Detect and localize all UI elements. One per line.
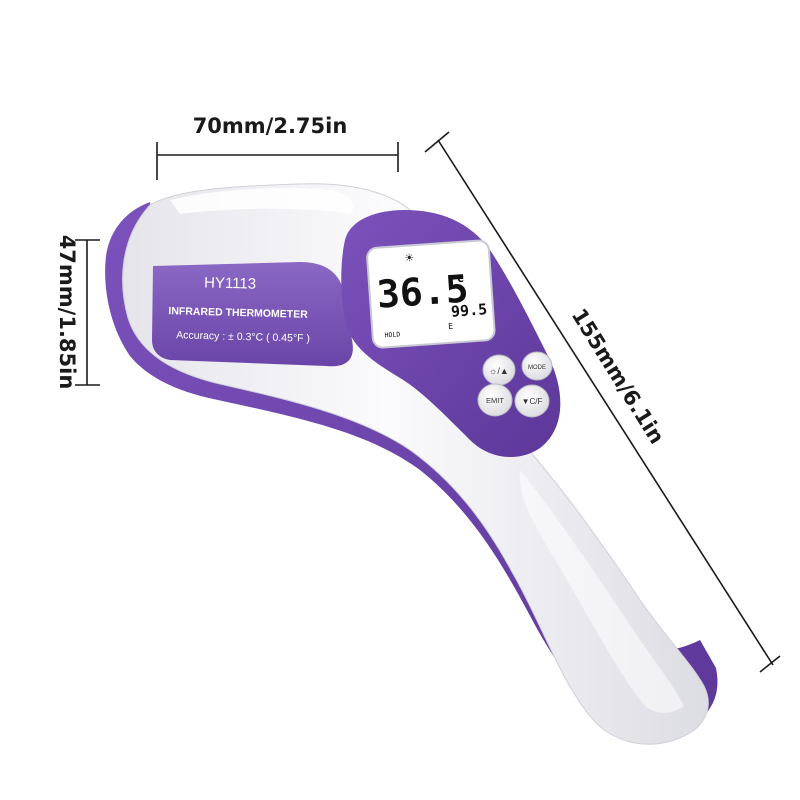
top-ridge [170, 188, 354, 214]
down-unit-button-label: ▼C/F [522, 397, 543, 406]
handle-shading [519, 470, 684, 713]
mode-button-label: MODE [528, 365, 546, 371]
temperature-unit: c [456, 271, 464, 285]
hold-indicator: HOLD [384, 330, 400, 339]
width-dimension-label: 70mm/2.75in [193, 114, 348, 138]
secondary-temperature: 99.5 [450, 300, 487, 320]
height-dimension: 47mm/1.85in [55, 235, 100, 390]
light-up-button[interactable]: ☼/▲ [482, 354, 516, 386]
light-up-button-label: ☼/▲ [489, 366, 509, 376]
model-name: HY1113 [204, 274, 256, 292]
width-dimension: 70mm/2.75in [156, 114, 399, 180]
lcd-screen: ☀ 36.5 c 99.5 HOLD E [366, 239, 496, 349]
mode-button[interactable]: MODE [521, 351, 553, 381]
e-indicator: E [448, 322, 454, 331]
down-unit-button[interactable]: ▼C/F [514, 384, 550, 418]
accuracy-text: Accuracy : ± 0.3°C ( 0.45°F ) [176, 329, 310, 344]
product-name: INFRARED THERMOMETER [168, 305, 308, 321]
emit-button-label: EMIT [486, 396, 504, 405]
length-dimension-label: 155mm/6.1in [567, 304, 669, 448]
label-panel [152, 262, 353, 367]
emit-button[interactable]: EMIT [477, 383, 513, 417]
main-temperature: 36.5 [375, 267, 469, 317]
sun-icon: ☀ [404, 251, 415, 265]
height-dimension-label: 47mm/1.85in [55, 235, 79, 390]
